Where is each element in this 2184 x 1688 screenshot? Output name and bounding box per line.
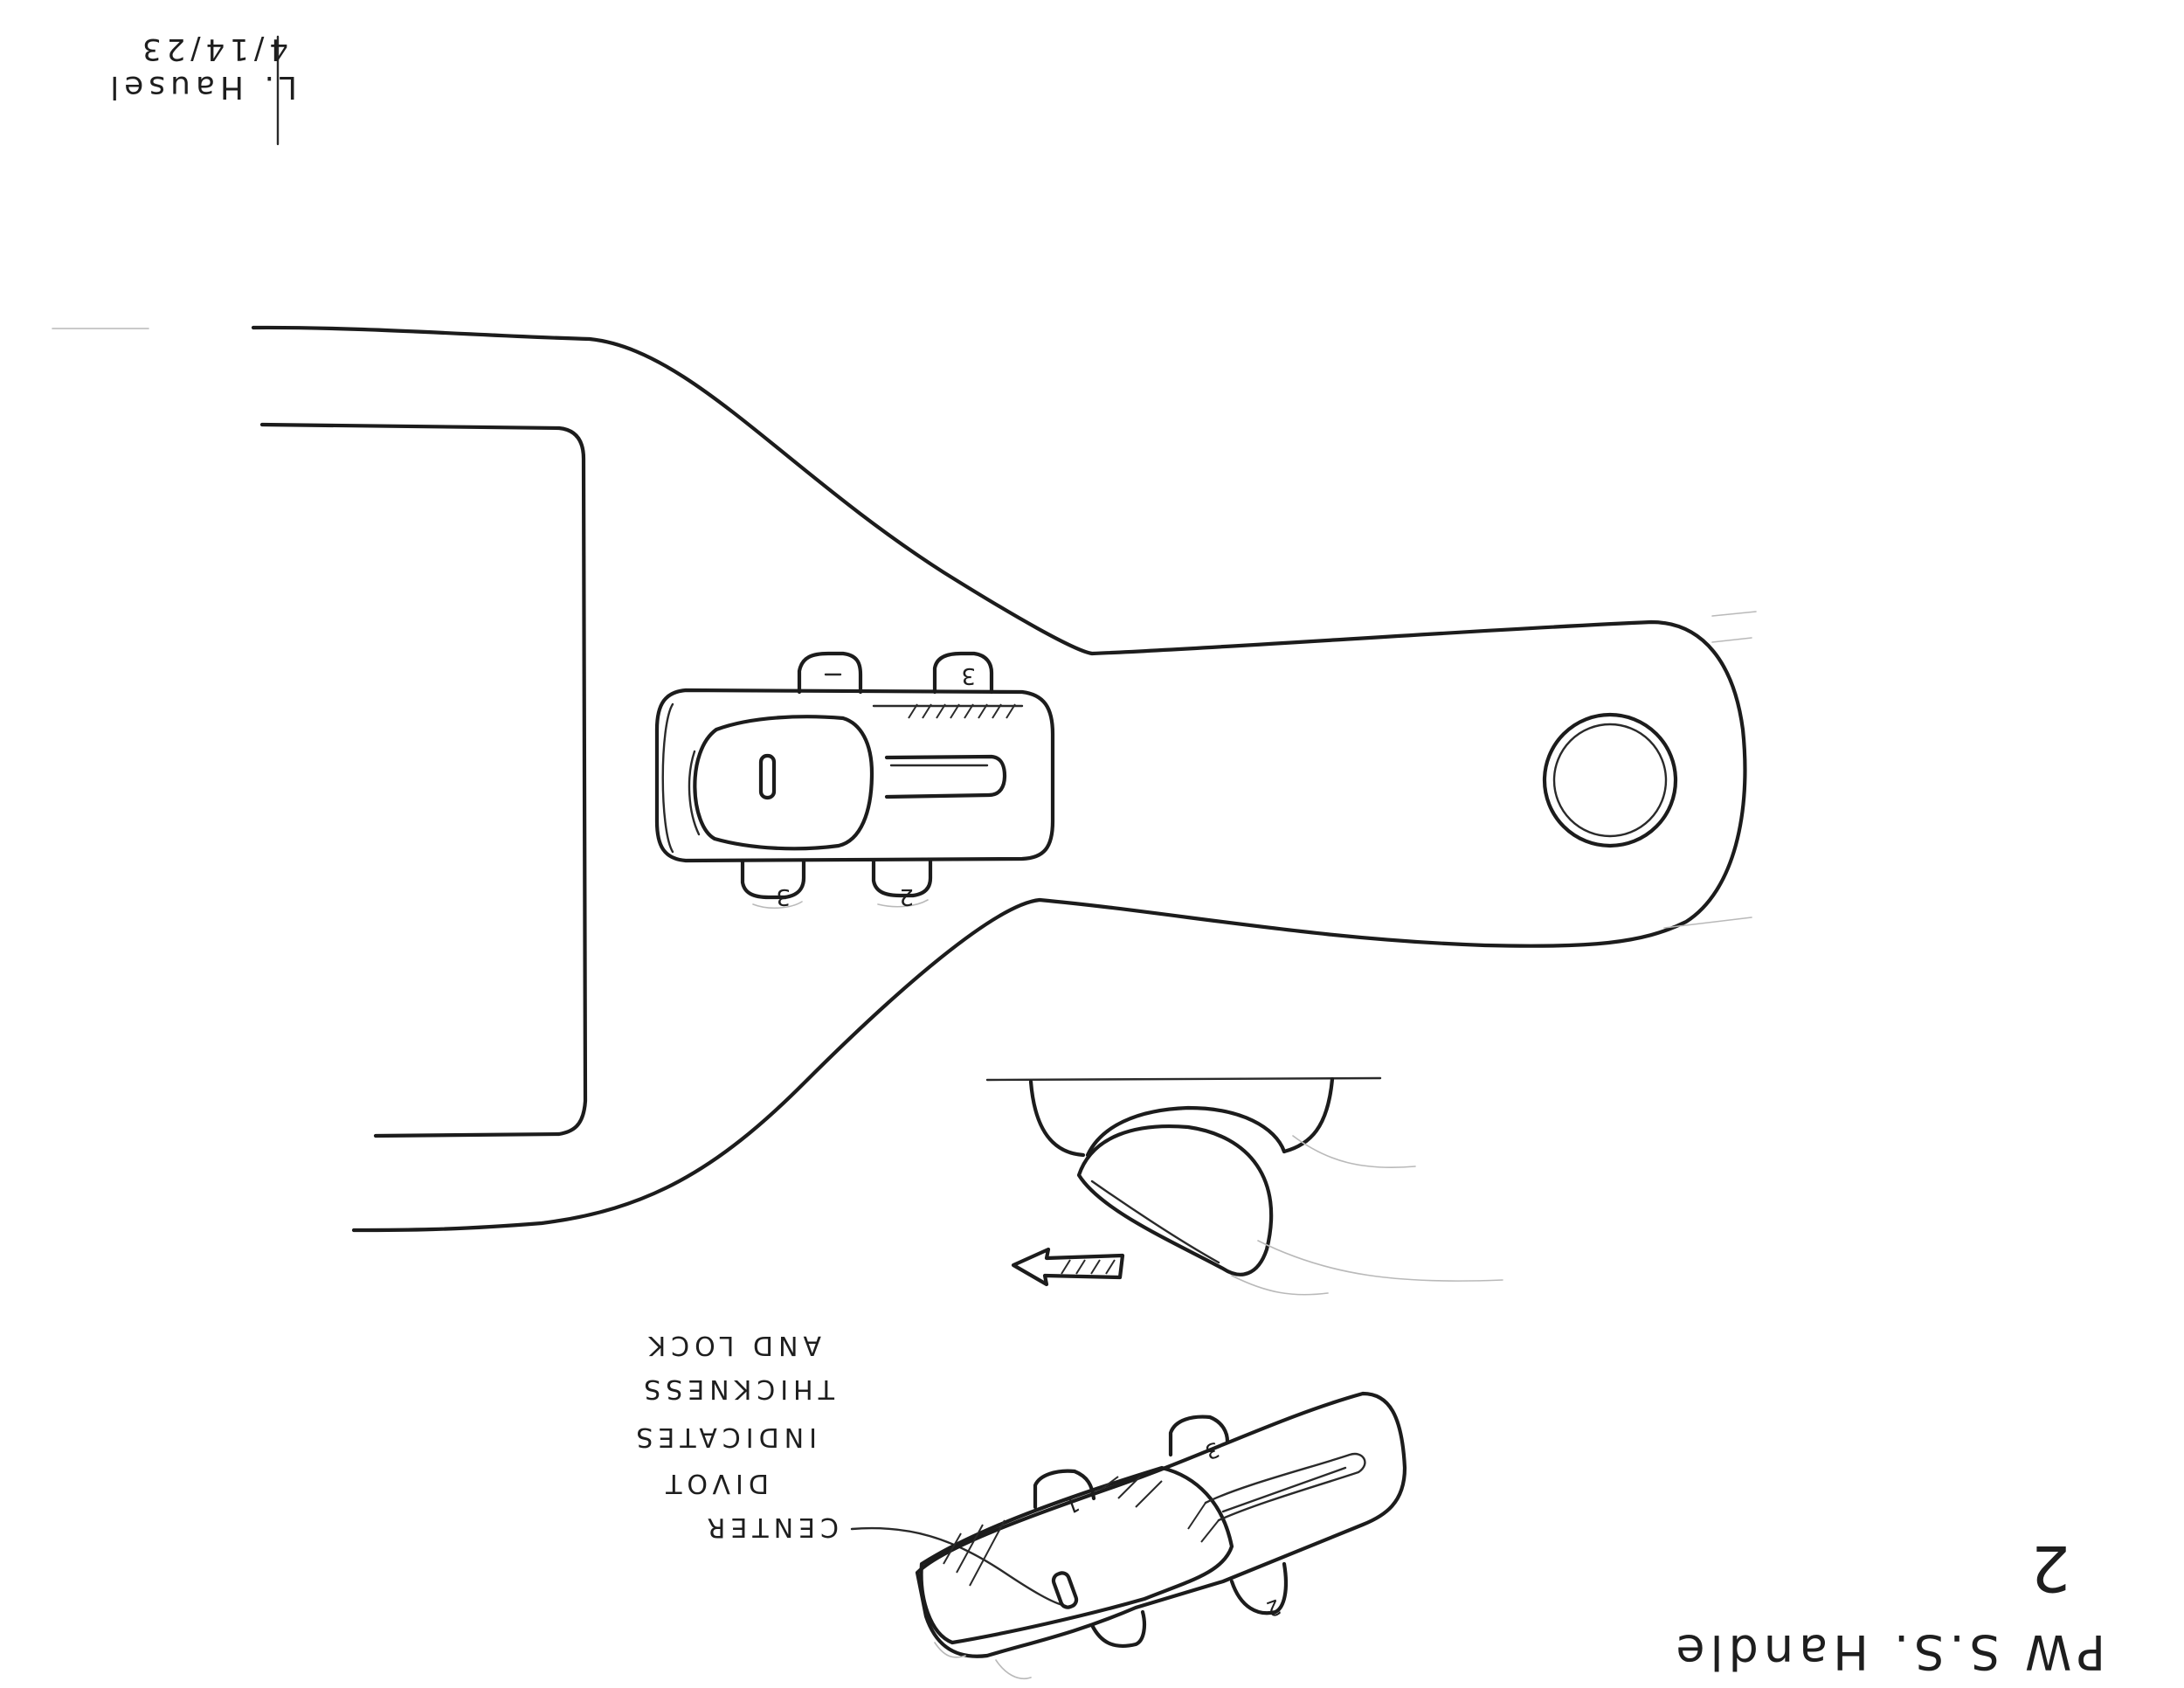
guide-line-right — [1711, 611, 1757, 617]
selector-edge-shade — [661, 702, 674, 854]
hang-hole-inner — [1552, 723, 1668, 838]
title-block: PW S.S. Handle 2 — [1670, 1532, 2105, 1679]
selector-slot-track — [884, 754, 1007, 799]
side-view-cup-right — [1282, 1076, 1335, 1154]
side-view-baseline — [985, 1076, 1382, 1082]
motion-arrow-hatch — [1061, 1259, 1116, 1275]
selector-tab-bottom-right — [871, 858, 933, 898]
paddle-head-inner — [259, 422, 588, 1138]
callout-line-2: DIVOT — [660, 1468, 769, 1498]
guide-line-right-3 — [1663, 917, 1752, 929]
iso-body — [915, 1391, 1407, 1658]
sheet-number: 2 — [2025, 1532, 2070, 1605]
selector-label-2: 2 — [894, 883, 914, 910]
iso-tab-1 — [1033, 1469, 1096, 1510]
iso-selector-detail: 1 3 2 — [915, 1391, 1407, 1679]
iso-pencil-shadow — [934, 1642, 1032, 1679]
side-view-button-top — [1085, 1105, 1287, 1158]
side-view-button-body — [1076, 1124, 1274, 1276]
callout-line-3: INDICATES — [631, 1422, 817, 1452]
side-view-pencil-shadow — [1231, 1135, 1503, 1296]
iso-slide-button — [919, 1465, 1234, 1645]
thickness-selector: 3 3 2 — [654, 651, 1055, 910]
signature-date: 4/14/23 — [137, 31, 288, 66]
selector-hatched-ridge — [872, 703, 1024, 719]
iso-hatch — [943, 1476, 1220, 1587]
iso-center-divot — [1051, 1571, 1079, 1609]
callout-notes: AND LOCK THICKNESS INDICATES DIVOT CENTE… — [631, 1330, 1068, 1608]
paddle-handle — [52, 325, 1757, 1233]
iso-label-2: 2 — [1258, 1594, 1284, 1623]
selector-button-curve — [688, 750, 701, 836]
iso-label-3: 3 — [1197, 1436, 1223, 1466]
selector-body — [654, 688, 1055, 863]
selector-tab-shadows — [752, 899, 929, 910]
part-title: PW S.S. Handle — [1670, 1624, 2105, 1679]
callout-leader-line — [850, 1526, 1068, 1608]
callout-line-5: AND LOCK — [644, 1330, 821, 1360]
signature-block: L. Hausel 4/14/23 — [105, 31, 297, 146]
selector-tab-1 — [797, 651, 863, 695]
side-view-detail — [985, 1076, 1503, 1296]
iso-tab-2 — [1229, 1561, 1289, 1615]
selector-tab-3 — [932, 651, 994, 695]
selector-label-3-bottom: 3 — [771, 883, 791, 910]
selector-slide-button — [693, 715, 874, 851]
guide-line-right-2 — [1711, 637, 1752, 643]
iso-tab-bottom — [1089, 1609, 1146, 1649]
iso-tab-3 — [1168, 1415, 1230, 1457]
signature-name: L. Hausel — [105, 69, 297, 105]
selector-label-3: 3 — [956, 662, 976, 688]
side-view-cup-left — [1028, 1079, 1086, 1158]
selector-tab-bottom-left — [740, 858, 806, 900]
callout-line-1: CENTER — [702, 1512, 839, 1542]
side-view-button-edge — [1090, 1180, 1220, 1264]
iso-slot-track — [1204, 1452, 1366, 1522]
iso-slot-inner — [1221, 1466, 1347, 1513]
paddle-outline-top — [251, 325, 1747, 1233]
hang-hole-outer — [1542, 712, 1678, 848]
center-divot — [758, 753, 777, 800]
motion-arrow — [1011, 1247, 1125, 1287]
callout-line-4: THICKNESS — [639, 1373, 835, 1404]
